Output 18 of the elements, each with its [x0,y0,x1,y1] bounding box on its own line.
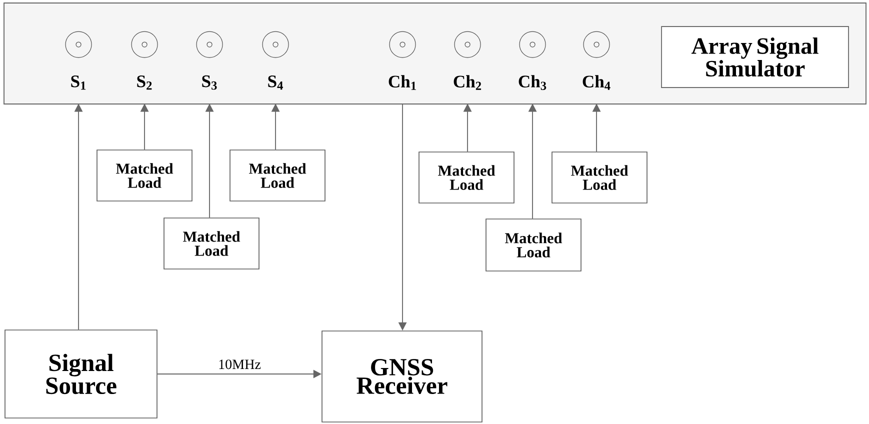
port-label: S$_{3}$ [202,75,217,90]
port-label: Ch$_{2}$ [454,75,482,90]
port-label: Ch$_{1}$ [388,75,416,90]
port-label: Ch$_{4}$ [582,75,610,90]
port-label: S$_{2}$ [137,75,152,90]
port-label: S$_{1}$ [71,75,86,90]
load-box: Matched Load [486,218,582,272]
port-label: Ch$_{3}$ [518,75,546,90]
edge-label: 10MHz [216,358,262,370]
port-label: S$_{4}$ [268,75,283,90]
title-box: Array Signal Simulator [661,26,849,88]
device-box: GNSS Receiver [322,330,482,422]
device-box: Signal Source [4,330,158,418]
load-box: Matched Load [230,150,326,202]
load-box: Matched Load [552,152,648,204]
load-box: Matched Load [418,152,514,204]
load-box: Matched Load [164,218,260,270]
load-box: Matched Load [96,150,192,202]
